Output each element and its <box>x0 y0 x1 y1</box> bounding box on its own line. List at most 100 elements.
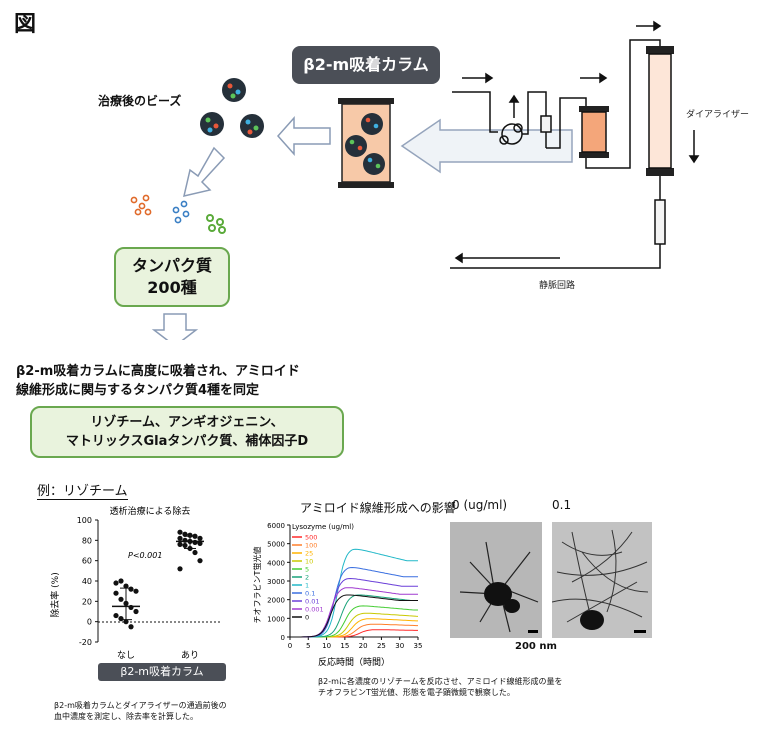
tht-xtick-label: 20 <box>359 642 368 650</box>
removal-data-point <box>128 624 134 630</box>
arrow-down-icon <box>151 313 199 340</box>
removal-chart-title: 透析治療による除去 <box>110 505 191 517</box>
tht-ytick-label: 1000 <box>267 615 285 623</box>
tht-xtick-label: 25 <box>377 642 386 650</box>
tht-xtick-label: 5 <box>306 642 310 650</box>
em-image-0 <box>450 522 542 638</box>
removal-data-point <box>118 616 124 622</box>
x-category-yes: あり <box>181 650 199 661</box>
tht-ytick-label: 2000 <box>267 597 285 605</box>
removal-data-point <box>177 529 183 535</box>
dialyzer-icon <box>646 46 674 176</box>
caption-left-line1: β2-m吸着カラムとダイアライザーの通過前後の <box>54 701 227 710</box>
removal-ytick-label: 60 <box>82 557 92 566</box>
removal-data-point <box>177 541 183 547</box>
tht-legend-label: 0.1 <box>305 590 315 598</box>
venous-chamber-icon <box>654 199 666 245</box>
tht-xlabel: 反応時間（時間） <box>318 656 390 668</box>
removal-data-point <box>192 539 198 545</box>
removal-data-point <box>182 542 188 549</box>
example-label: 例：リゾチーム <box>37 484 128 500</box>
tht-legend-label: 5 <box>305 566 309 574</box>
removal-data-point <box>197 535 203 541</box>
tht-legend-label: 500 <box>305 534 317 542</box>
column-banner: β2-m吸着カラム <box>292 46 440 84</box>
em-image-0-1 <box>552 522 652 638</box>
removal-data-point <box>177 535 183 541</box>
tht-series-line <box>290 618 418 638</box>
tht-xtick-label: 15 <box>340 642 349 650</box>
dialyzer-label: ダイアライザー <box>686 110 750 120</box>
tht-ylabel: チオフラビンT蛍光値 <box>252 547 262 624</box>
protein-box-line1: タンパク質 <box>131 256 212 275</box>
tht-legend-title: Lysozyme (ug/ml) <box>292 523 354 531</box>
finding-text: β2-m吸着カラムに高度に吸着され、アミロイド 線維形成に関与するタンパク質4種… <box>16 362 300 400</box>
tht-ytick-label: 6000 <box>267 522 285 530</box>
p-value-label: P<0.001 <box>128 551 162 560</box>
amyloid-section-title: アミロイド線維形成への影響 <box>300 501 456 515</box>
tht-legend-label: 10 <box>305 558 313 566</box>
tht-xtick-label: 0 <box>288 642 292 650</box>
x-category-none: なし <box>117 650 135 661</box>
tht-ytick-label: 3000 <box>267 578 285 586</box>
treated-beads-icon <box>200 78 264 138</box>
tht-series-line <box>290 594 418 638</box>
removal-ytick-label: -20 <box>79 638 92 647</box>
adsorption-column-icon <box>338 98 394 188</box>
circuit-schematic <box>130 20 700 340</box>
removal-data-point <box>182 537 188 543</box>
protein-dots-icon <box>130 194 226 234</box>
em-label-right: 0.1 <box>552 498 572 512</box>
tht-legend-label: 0 <box>305 614 309 622</box>
removal-data-point <box>123 583 129 589</box>
removal-ytick-label: 40 <box>82 577 92 586</box>
scale-bar-label: 200 nm <box>515 641 557 652</box>
filter-column-icon <box>581 111 607 153</box>
caption-left: β2-m吸着カラムとダイアライザーの通過前後の 血中濃度を測定し、除去率を計算し… <box>54 700 227 722</box>
thioflavin-chart: チオフラビンT蛍光値 Lysozyme (ug/ml) 600050004000… <box>252 522 422 668</box>
em-label-left: 0 (ug/ml) <box>452 498 508 512</box>
caption-left-line2: 血中濃度を測定し、除去率を計算した。 <box>54 712 198 721</box>
removal-data-point <box>128 604 134 611</box>
protein-count-box: タンパク質 200種 <box>114 247 230 307</box>
proteins-line1: リゾチーム、アンギオジェニン、 <box>90 415 284 430</box>
caption-right-line2: チオフラビンT蛍光値、形態を電子顕微鏡で観察した。 <box>318 688 515 697</box>
removal-data-point <box>133 588 139 594</box>
tht-legend-label: 0.01 <box>305 598 319 606</box>
removal-ytick-label: 20 <box>82 597 92 606</box>
removal-data-point <box>113 612 119 619</box>
arrow-to-beads-icon <box>276 116 331 156</box>
arrow-down-left-icon <box>182 146 226 198</box>
circuit-tubing <box>450 39 661 269</box>
removal-data-point <box>128 586 134 592</box>
removal-data-point <box>133 608 139 615</box>
tht-ytick-label: 0 <box>281 634 285 642</box>
column-badge: β2-m吸着カラム <box>98 663 226 681</box>
identified-proteins-box: リゾチーム、アンギオジェニン、 マトリックスGlaタンパク質、補体因子D <box>30 406 344 458</box>
arrow-to-column-icon <box>400 118 573 174</box>
tht-xtick-label: 30 <box>395 642 404 650</box>
removal-ytick-label: 80 <box>82 536 92 545</box>
removal-data-point <box>177 566 183 572</box>
tht-legend-label: 25 <box>305 550 313 558</box>
tht-xtick-label: 10 <box>322 642 331 650</box>
removal-ytick-label: 0 <box>87 618 92 627</box>
tht-series-line <box>290 629 418 638</box>
caption-right-line1: β2-mに各濃度のリゾチームを反応させ、アミロイド線維形成の量を <box>318 677 563 686</box>
removal-data-point <box>118 596 124 602</box>
tht-legend-label: 1 <box>305 582 309 590</box>
tht-legend-label: 2 <box>305 574 309 582</box>
tht-ytick-label: 4000 <box>267 559 285 567</box>
protein-box-line2: 200種 <box>147 278 197 297</box>
finding-line1: β2-m吸着カラムに高度に吸着され、アミロイド <box>16 364 300 379</box>
tht-ytick-label: 5000 <box>267 541 285 549</box>
removal-data-point <box>113 590 119 596</box>
finding-line2: 線維形成に関与するタンパク質4種を同定 <box>16 383 260 398</box>
removal-ytick-label: 100 <box>77 516 92 525</box>
removal-data-point <box>118 578 124 584</box>
figure-label: 図 <box>14 12 37 37</box>
removal-data-point <box>113 580 119 586</box>
tht-legend-label: 0.001 <box>305 606 324 614</box>
drip-chamber-icon <box>540 115 552 133</box>
